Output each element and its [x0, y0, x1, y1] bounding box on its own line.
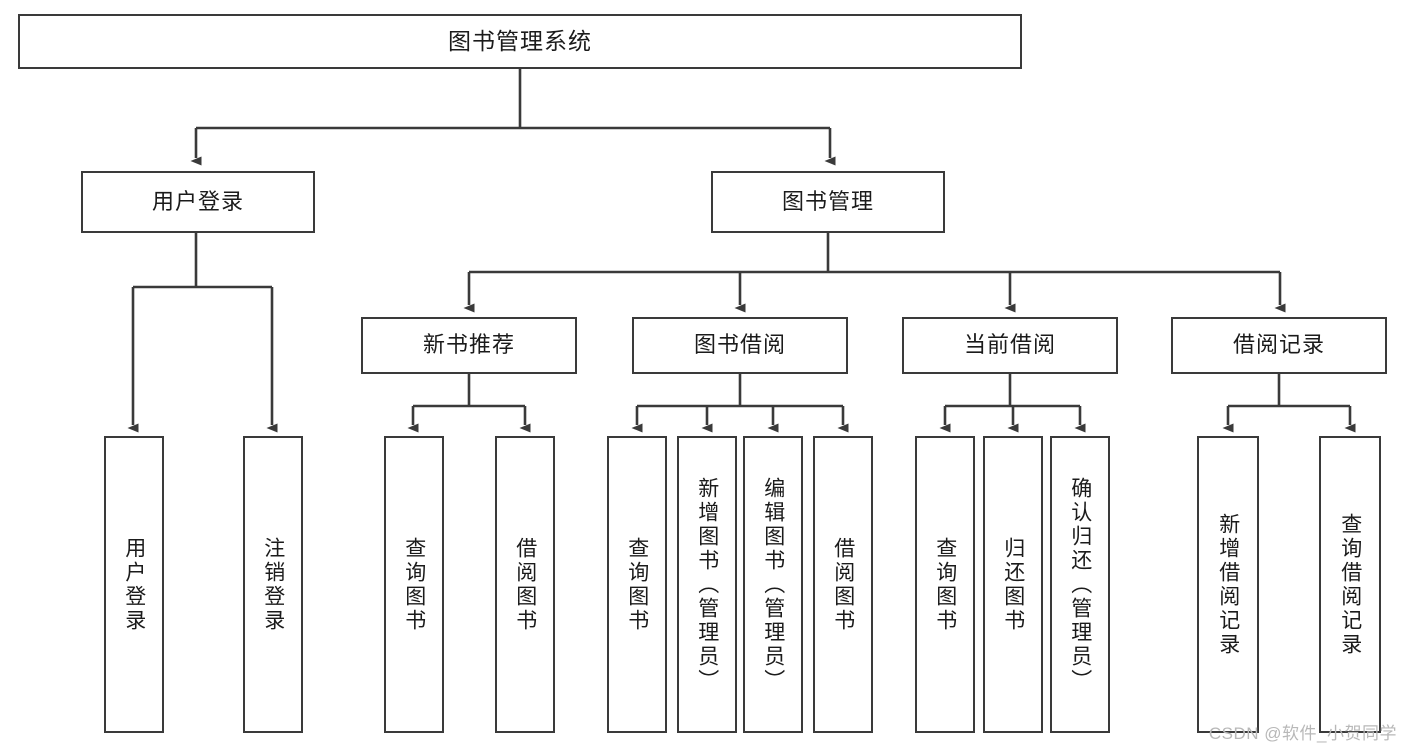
node-label: 借阅图书: [513, 536, 537, 633]
node-user-login[interactable]: 用户登录: [81, 171, 315, 233]
node-leaf-user-login[interactable]: 用户登录: [104, 436, 164, 733]
node-label: 用户登录: [151, 188, 244, 214]
node-label: 新增图书（管理员）: [695, 476, 719, 693]
node-label: 图书管理: [781, 188, 874, 214]
node-label: 编辑图书（管理员）: [761, 476, 785, 693]
node-leaf-logout-login[interactable]: 注销登录: [243, 436, 303, 733]
node-label: 当前借阅: [963, 332, 1056, 358]
node-label: 图书借阅: [693, 332, 786, 358]
node-leaf-edit-book[interactable]: 编辑图书（管理员）: [743, 436, 803, 733]
node-label: 图书管理系统: [448, 27, 592, 54]
node-label: 查询图书: [933, 536, 957, 633]
node-leaf-return-book[interactable]: 归还图书: [983, 436, 1043, 733]
node-label: 新书推荐: [422, 332, 515, 358]
node-leaf-query-book-2[interactable]: 查询图书: [607, 436, 667, 733]
node-leaf-add-book[interactable]: 新增图书（管理员）: [677, 436, 737, 733]
node-label: 查询借阅记录: [1338, 512, 1362, 657]
node-label: 查询图书: [625, 536, 649, 633]
node-borrow-record[interactable]: 借阅记录: [1171, 317, 1387, 374]
node-label: 新增借阅记录: [1216, 512, 1240, 657]
node-root-book-management-system[interactable]: 图书管理系统: [18, 14, 1022, 69]
node-label: 归还图书: [1001, 536, 1025, 633]
node-label: 借阅图书: [831, 536, 855, 633]
node-label: 注销登录: [261, 536, 285, 633]
node-label: 查询图书: [402, 536, 426, 633]
node-book-borrow[interactable]: 图书借阅: [632, 317, 848, 374]
node-leaf-borrow-book-1[interactable]: 借阅图书: [495, 436, 555, 733]
node-book-management[interactable]: 图书管理: [711, 171, 945, 233]
node-label: 用户登录: [122, 536, 146, 633]
node-label: 借阅记录: [1232, 332, 1325, 358]
node-current-borrow[interactable]: 当前借阅: [902, 317, 1118, 374]
node-leaf-query-book-1[interactable]: 查询图书: [384, 436, 444, 733]
node-leaf-add-record[interactable]: 新增借阅记录: [1197, 436, 1259, 733]
watermark-credit: CSDN @软件_小贺同学: [1208, 724, 1397, 743]
node-new-book-recommend[interactable]: 新书推荐: [361, 317, 577, 374]
node-label: 确认归还（管理员）: [1068, 476, 1092, 693]
node-leaf-query-book-3[interactable]: 查询图书: [915, 436, 975, 733]
node-leaf-borrow-book-2[interactable]: 借阅图书: [813, 436, 873, 733]
node-leaf-confirm-return[interactable]: 确认归还（管理员）: [1050, 436, 1110, 733]
node-leaf-query-record[interactable]: 查询借阅记录: [1319, 436, 1381, 733]
